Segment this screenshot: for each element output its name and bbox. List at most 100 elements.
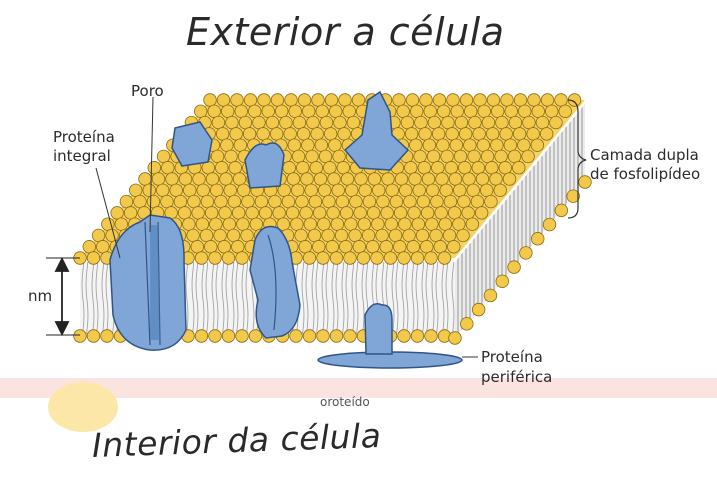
lipid-head bbox=[442, 116, 455, 129]
lipid-head bbox=[393, 240, 406, 253]
lipid-head bbox=[237, 218, 250, 231]
lipid-head bbox=[296, 161, 309, 174]
lipid-head bbox=[358, 218, 371, 231]
lipid-head bbox=[312, 94, 325, 107]
lipid-head bbox=[221, 105, 234, 118]
lipid-head bbox=[371, 252, 384, 265]
lipid-head bbox=[206, 173, 219, 186]
integral-protein-label-line2: integral bbox=[53, 147, 111, 166]
lipid-head bbox=[393, 94, 406, 107]
lipid-head bbox=[200, 229, 213, 242]
lipid-head bbox=[205, 207, 218, 220]
lipid-head bbox=[215, 161, 228, 174]
lipid-head bbox=[423, 139, 436, 152]
lipid-head bbox=[531, 139, 544, 152]
lipid-head bbox=[443, 229, 456, 242]
lipid-head bbox=[455, 116, 468, 129]
lipid-head bbox=[410, 105, 423, 118]
lipid-head bbox=[333, 150, 346, 163]
lipid-head bbox=[404, 161, 417, 174]
lipid-head bbox=[422, 173, 435, 186]
lipid-head bbox=[337, 161, 350, 174]
lipid-head bbox=[354, 207, 367, 220]
lipid-head bbox=[382, 173, 395, 186]
lipid-head bbox=[228, 195, 241, 208]
lipid-head bbox=[418, 161, 431, 174]
lipid-head bbox=[457, 229, 470, 242]
lipid-head bbox=[433, 94, 446, 107]
lipid-head bbox=[222, 330, 235, 343]
lipid-head bbox=[232, 207, 245, 220]
lipid-head bbox=[143, 184, 156, 197]
lipid-head bbox=[234, 139, 247, 152]
lipid-head bbox=[229, 161, 242, 174]
lipid-head bbox=[345, 184, 358, 197]
lipid-head bbox=[485, 161, 498, 174]
lipid-head bbox=[290, 330, 303, 343]
lipid-head bbox=[327, 207, 340, 220]
lipid-head bbox=[304, 218, 317, 231]
lipid-head bbox=[209, 330, 222, 343]
lipid-head bbox=[505, 105, 518, 118]
lipid-head bbox=[469, 116, 482, 129]
lipid-head bbox=[512, 161, 525, 174]
lipid-head bbox=[409, 173, 422, 186]
lipid-head bbox=[152, 173, 165, 186]
lipid-head bbox=[237, 184, 250, 197]
lipid-head bbox=[413, 184, 426, 197]
lipid-head bbox=[531, 232, 544, 245]
lipid-head bbox=[310, 161, 323, 174]
lipid-head bbox=[313, 207, 326, 220]
lipid-head bbox=[204, 94, 217, 107]
lipid-head bbox=[417, 195, 430, 208]
lipid-head bbox=[343, 105, 356, 118]
lipid-head bbox=[472, 161, 485, 174]
lipid-head bbox=[291, 184, 304, 197]
lipid-head bbox=[426, 218, 439, 231]
pore-label: Poro bbox=[131, 82, 164, 101]
lipid-head bbox=[147, 195, 160, 208]
bilayer-label-line1: Camada dupla bbox=[590, 146, 699, 165]
lipid-head bbox=[323, 161, 336, 174]
lipid-head bbox=[330, 330, 343, 343]
lipid-head bbox=[436, 173, 449, 186]
lipid-head bbox=[174, 195, 187, 208]
lipid-head bbox=[350, 195, 363, 208]
lipid-head bbox=[87, 330, 100, 343]
lipid-head bbox=[309, 195, 322, 208]
lipid-head bbox=[449, 173, 462, 186]
lipid-head bbox=[439, 218, 452, 231]
lipid-head bbox=[336, 195, 349, 208]
lipid-head bbox=[460, 94, 473, 107]
lipid-head bbox=[191, 240, 204, 253]
lipid-head bbox=[480, 184, 493, 197]
lipid-head bbox=[414, 150, 427, 163]
lipid-head bbox=[458, 195, 471, 208]
lipid-head bbox=[302, 139, 315, 152]
lipid-head bbox=[317, 330, 330, 343]
lipid-head bbox=[372, 184, 385, 197]
lipid-head bbox=[246, 207, 259, 220]
lipid-head bbox=[317, 252, 330, 265]
lipid-head bbox=[341, 173, 354, 186]
lipid-head bbox=[513, 128, 526, 141]
lipid-head bbox=[311, 128, 324, 141]
lipid-head bbox=[491, 139, 504, 152]
lipid-head bbox=[233, 173, 246, 186]
lipid-head bbox=[334, 116, 347, 129]
lipid-head bbox=[299, 240, 312, 253]
lipid-head bbox=[129, 184, 142, 197]
lipid-head bbox=[437, 139, 450, 152]
lipid-head bbox=[331, 218, 344, 231]
lipid-head bbox=[432, 128, 445, 141]
lipid-head bbox=[326, 240, 339, 253]
lipid-head bbox=[124, 207, 137, 220]
lipid-head bbox=[339, 240, 352, 253]
lipid-head bbox=[450, 139, 463, 152]
lipid-head bbox=[408, 207, 421, 220]
lipid-head bbox=[536, 116, 549, 129]
lipid-head bbox=[474, 94, 487, 107]
lipid-head bbox=[453, 218, 466, 231]
lipid-head bbox=[500, 128, 513, 141]
lipid-head bbox=[384, 252, 397, 265]
